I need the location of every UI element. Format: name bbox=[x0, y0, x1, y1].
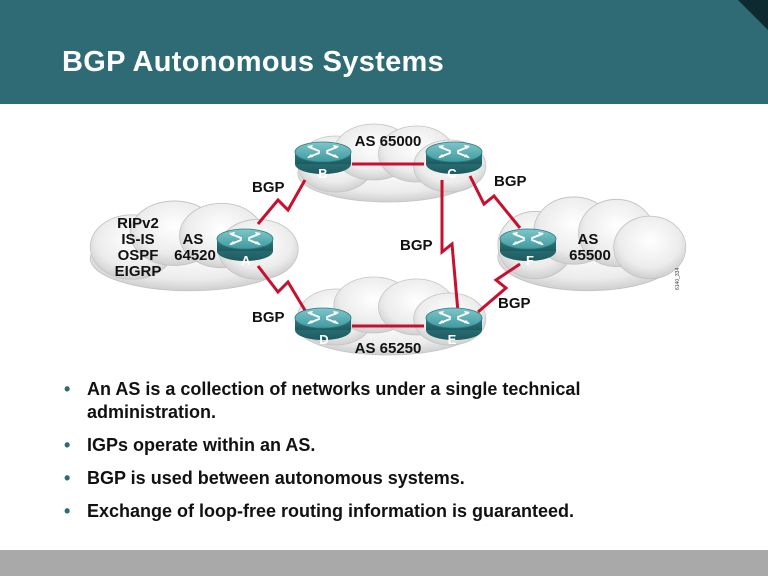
bullet-item: • IGPs operate within an AS. bbox=[62, 434, 702, 457]
router-a-label: A bbox=[241, 253, 251, 268]
as-65500-label: AS 65500 bbox=[569, 231, 611, 264]
link-c-e bbox=[440, 180, 460, 313]
igp-item: RIPv2 bbox=[117, 215, 159, 232]
bullet-dot-icon: • bbox=[64, 435, 71, 455]
bullet-text: Exchange of loop-free routing informatio… bbox=[87, 501, 575, 521]
bullet-list: • An AS is a collection of networks under… bbox=[62, 378, 702, 533]
bullet-dot-icon: • bbox=[64, 468, 71, 488]
slide-footer bbox=[0, 550, 768, 576]
igp-item: IS-IS bbox=[121, 231, 154, 248]
network-diagram: B C A F D E AS 65000 AS 65250 AS 64520 A… bbox=[89, 123, 687, 357]
bgp-label-c-e: BGP bbox=[400, 237, 433, 254]
bullet-item: • Exchange of loop-free routing informati… bbox=[62, 500, 702, 523]
link-a-b bbox=[256, 179, 307, 225]
igp-list: RIPv2 IS-IS OSPF EIGRP bbox=[115, 215, 162, 280]
igp-item: EIGRP bbox=[115, 263, 162, 280]
bullet-item: • BGP is used between autonomous systems. bbox=[62, 467, 702, 490]
bgp-label-a-b: BGP bbox=[252, 179, 285, 196]
as-64520-label: AS 64520 bbox=[174, 231, 216, 264]
bgp-label-a-d: BGP bbox=[252, 309, 285, 326]
router-f-label: F bbox=[526, 253, 534, 268]
bullet-item: • An AS is a collection of networks under… bbox=[62, 378, 702, 424]
bullet-dot-icon: • bbox=[64, 379, 71, 399]
bullet-dot-icon: • bbox=[64, 501, 71, 521]
bullet-text: BGP is used between autonomous systems. bbox=[87, 468, 465, 488]
as-65250-label: AS 65250 bbox=[355, 340, 422, 357]
router-c-label: C bbox=[447, 166, 457, 181]
slide-header: BGP Autonomous Systems bbox=[0, 0, 768, 104]
bgp-label-c-f: BGP bbox=[494, 173, 527, 190]
link-e-f bbox=[477, 262, 521, 314]
router-e-label: E bbox=[448, 332, 457, 347]
corner-fold bbox=[738, 0, 768, 30]
bullet-text: IGPs operate within an AS. bbox=[87, 435, 316, 455]
as-65000-label: AS 65000 bbox=[355, 133, 422, 150]
figure-code: 6140_334 bbox=[675, 268, 681, 290]
link-a-d bbox=[256, 265, 308, 313]
bullet-text: An AS is a collection of networks under … bbox=[87, 379, 581, 422]
bgp-label-e-f: BGP bbox=[498, 295, 531, 312]
router-d-label: D bbox=[319, 332, 328, 347]
slide-title: BGP Autonomous Systems bbox=[62, 46, 445, 78]
link-c-f bbox=[468, 175, 522, 229]
router-b-label: B bbox=[318, 166, 327, 181]
igp-item: OSPF bbox=[118, 247, 159, 264]
